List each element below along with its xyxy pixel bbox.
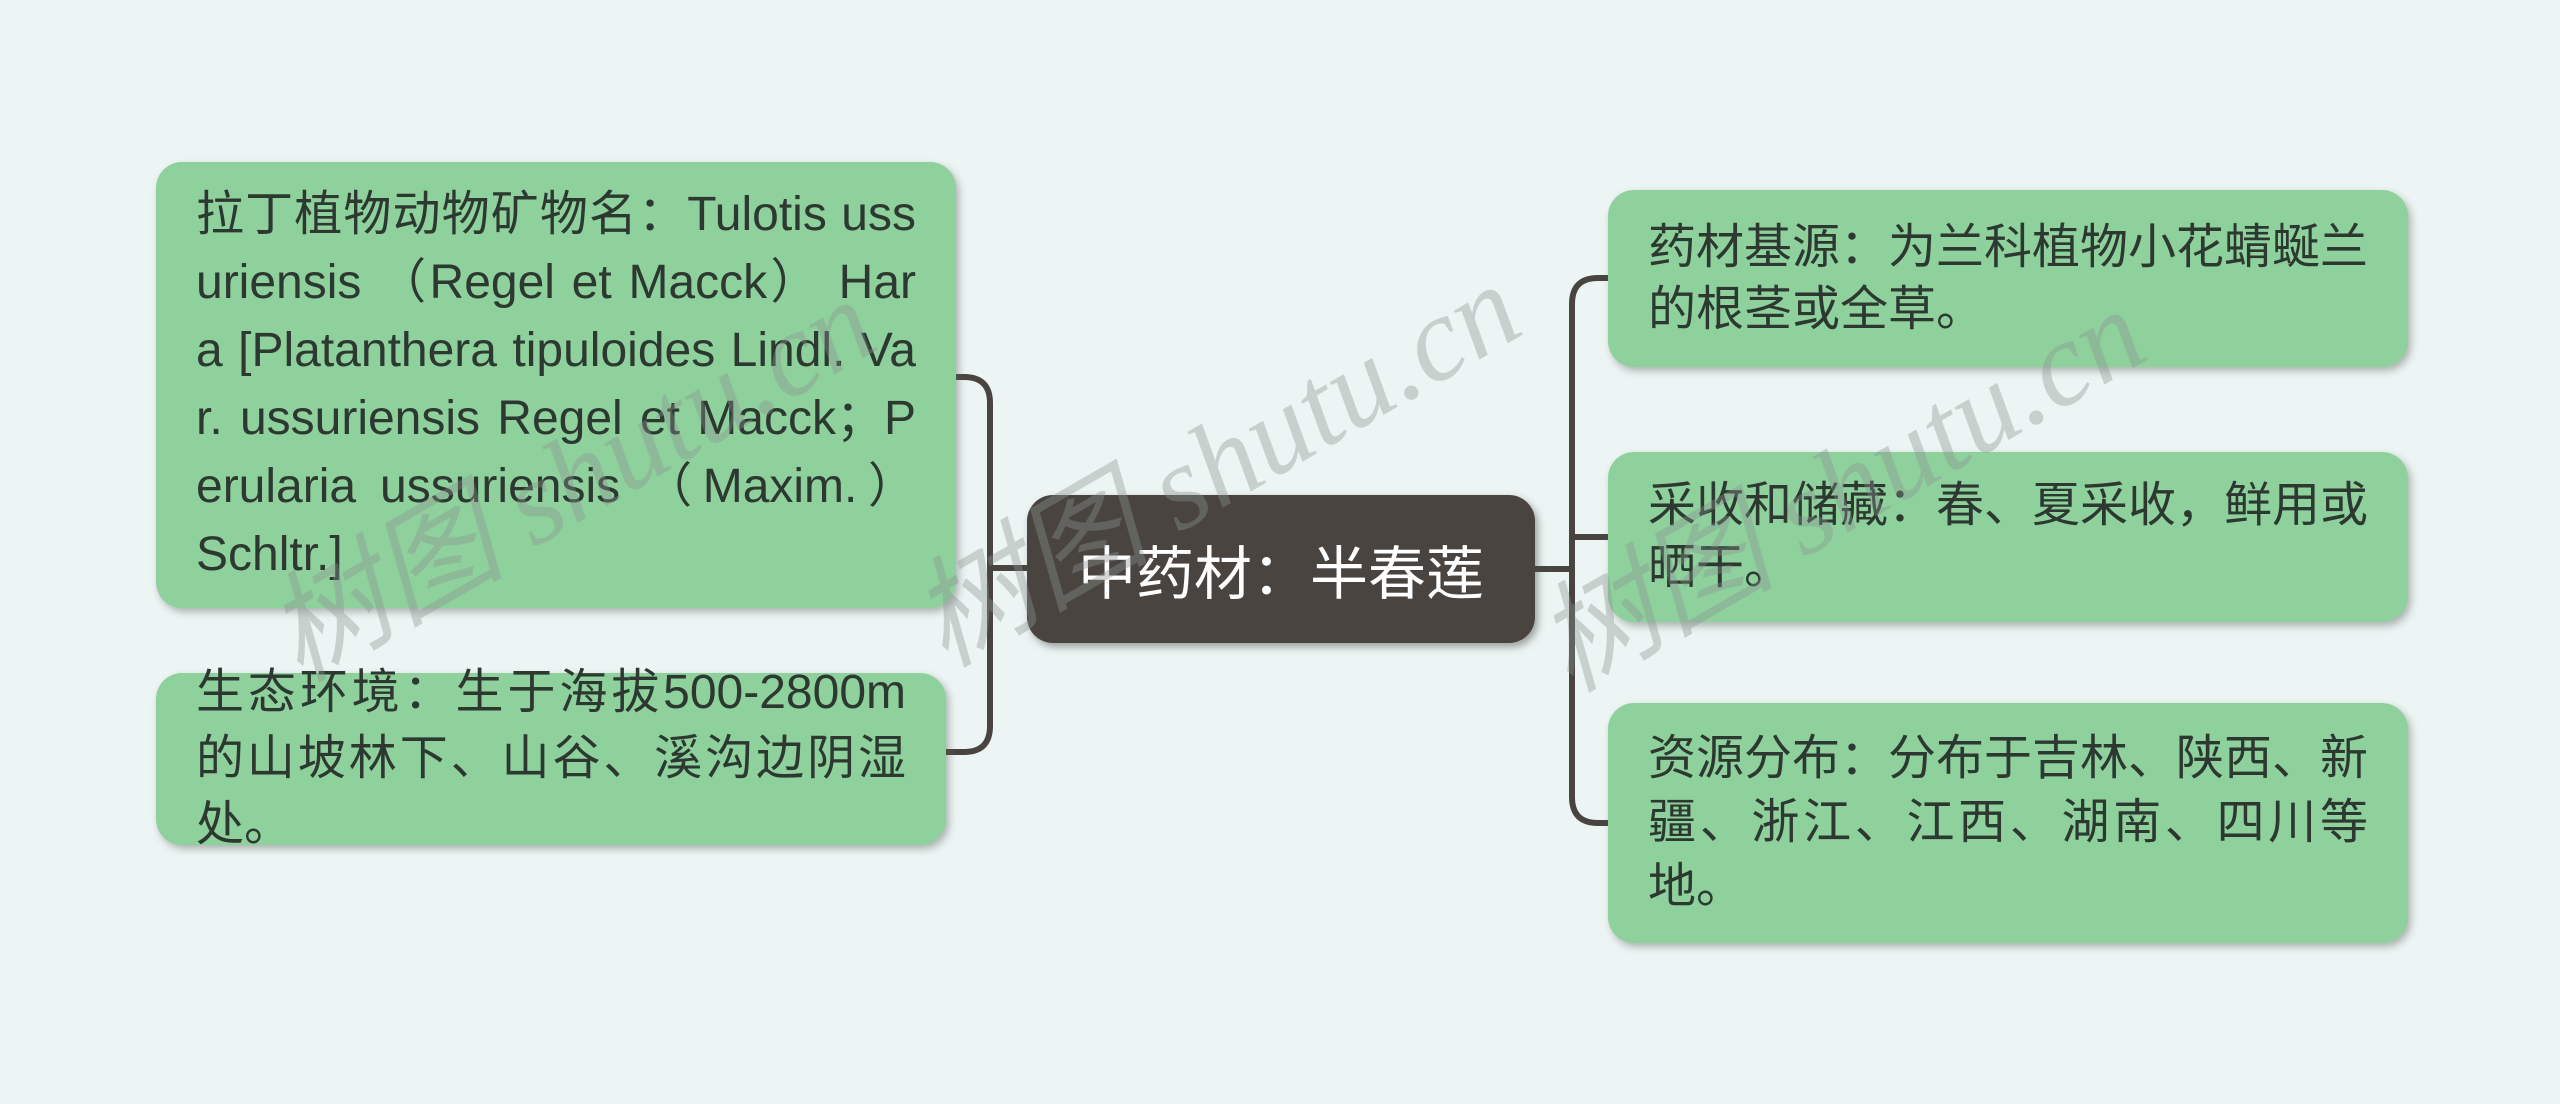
branch-latin-name-text: 拉丁植物动物矿物名：Tulotis ussuriensis （Regel et … — [196, 188, 916, 581]
branch-node-latin-name[interactable]: 拉丁植物动物矿物名：Tulotis ussuriensis （Regel et … — [156, 162, 956, 608]
branch-ecology-text: 生态环境：生于海拔500-2800m的山坡林下、山谷、溪沟边阴湿处。 — [196, 666, 906, 851]
root-node-label: 中药材：半春莲 — [1077, 542, 1484, 607]
branch-node-source[interactable]: 药材基源：为兰科植物小花蜻蜒兰的根茎或全草。 — [1608, 190, 2408, 367]
branch-node-harvest[interactable]: 采收和储藏：春、夏采收，鲜用或晒干。 — [1608, 452, 2408, 622]
connector-left-bracket — [942, 374, 993, 755]
branch-source-text: 药材基源：为兰科植物小花蜻蜒兰的根茎或全草。 — [1648, 220, 2369, 336]
branch-node-distribution[interactable]: 资源分布：分布于吉林、陕西、新疆、浙江、江西、湖南、四川等地。 — [1608, 703, 2408, 943]
root-node[interactable]: 中药材：半春莲 — [1027, 495, 1535, 643]
branch-harvest-text: 采收和储藏：春、夏采收，鲜用或晒干。 — [1648, 479, 2369, 594]
connector-right-bracket — [1569, 275, 1611, 826]
branch-node-ecology[interactable]: 生态环境：生于海拔500-2800m的山坡林下、山谷、溪沟边阴湿处。 — [156, 666, 946, 851]
branch-distribution-text: 资源分布：分布于吉林、陕西、新疆、浙江、江西、湖南、四川等地。 — [1648, 732, 2369, 913]
